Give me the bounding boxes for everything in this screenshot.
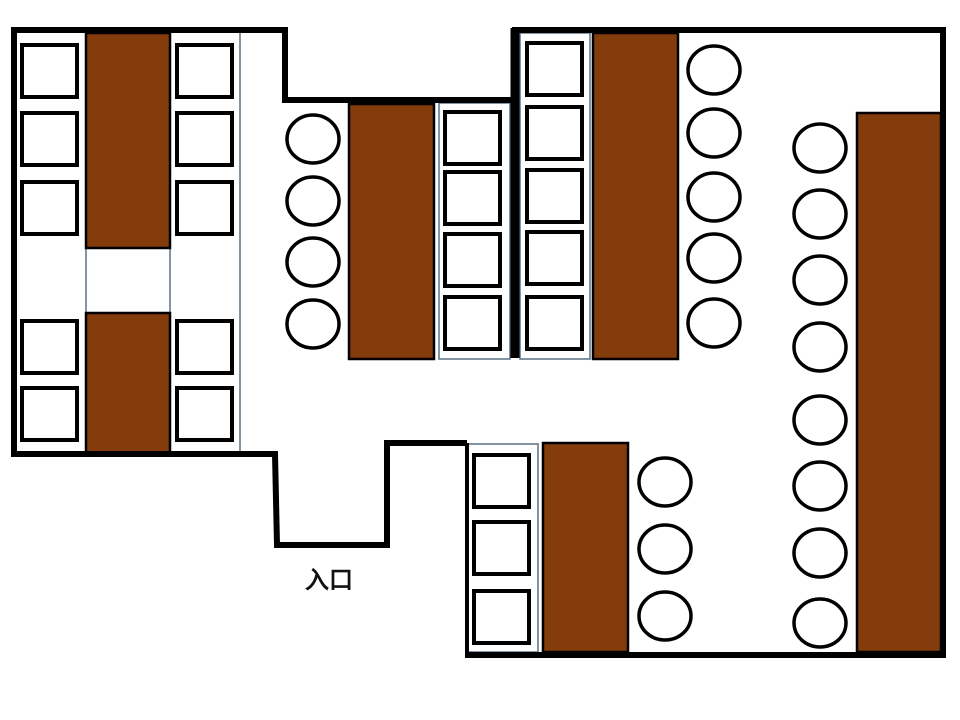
stool bbox=[686, 232, 742, 284]
chair bbox=[525, 41, 584, 97]
stool bbox=[792, 321, 848, 373]
stool bbox=[637, 523, 693, 575]
chair bbox=[20, 43, 79, 99]
chair bbox=[20, 111, 79, 167]
chair bbox=[175, 386, 234, 442]
table bbox=[347, 102, 436, 361]
stool bbox=[792, 597, 848, 649]
wall bbox=[11, 27, 467, 548]
table bbox=[84, 311, 172, 457]
chair bbox=[20, 319, 79, 375]
table bbox=[84, 31, 172, 250]
wall bbox=[465, 27, 946, 658]
stool bbox=[792, 460, 848, 512]
stool bbox=[686, 44, 742, 96]
stool bbox=[792, 254, 848, 306]
chair bbox=[472, 520, 531, 576]
stool bbox=[792, 527, 848, 579]
stool bbox=[285, 175, 341, 227]
stool bbox=[792, 394, 848, 446]
chair bbox=[20, 180, 79, 236]
chair bbox=[20, 386, 79, 442]
tables bbox=[84, 31, 943, 654]
entrance-label: 入口 bbox=[305, 566, 353, 594]
chair bbox=[525, 168, 584, 224]
stool bbox=[686, 297, 742, 349]
chair bbox=[175, 319, 234, 375]
seats bbox=[20, 41, 848, 649]
table bbox=[855, 111, 943, 654]
stool bbox=[792, 122, 848, 174]
chair bbox=[525, 105, 584, 161]
stool bbox=[285, 113, 341, 165]
chair bbox=[175, 111, 234, 167]
chair bbox=[443, 295, 502, 351]
chair bbox=[443, 110, 502, 166]
stool bbox=[792, 188, 848, 240]
stool bbox=[637, 456, 693, 508]
walls bbox=[11, 27, 946, 658]
chair bbox=[175, 180, 234, 236]
chair bbox=[175, 43, 234, 99]
table bbox=[541, 441, 630, 654]
chair bbox=[472, 589, 531, 645]
chair bbox=[525, 295, 584, 351]
stool bbox=[285, 298, 341, 350]
stool bbox=[686, 171, 742, 223]
wall bbox=[282, 30, 515, 103]
stool bbox=[285, 236, 341, 288]
stool bbox=[637, 590, 693, 642]
chair bbox=[525, 230, 584, 286]
chair bbox=[443, 170, 502, 226]
table bbox=[591, 31, 680, 361]
stool bbox=[686, 107, 742, 159]
chair bbox=[443, 232, 502, 288]
chair bbox=[472, 453, 531, 509]
